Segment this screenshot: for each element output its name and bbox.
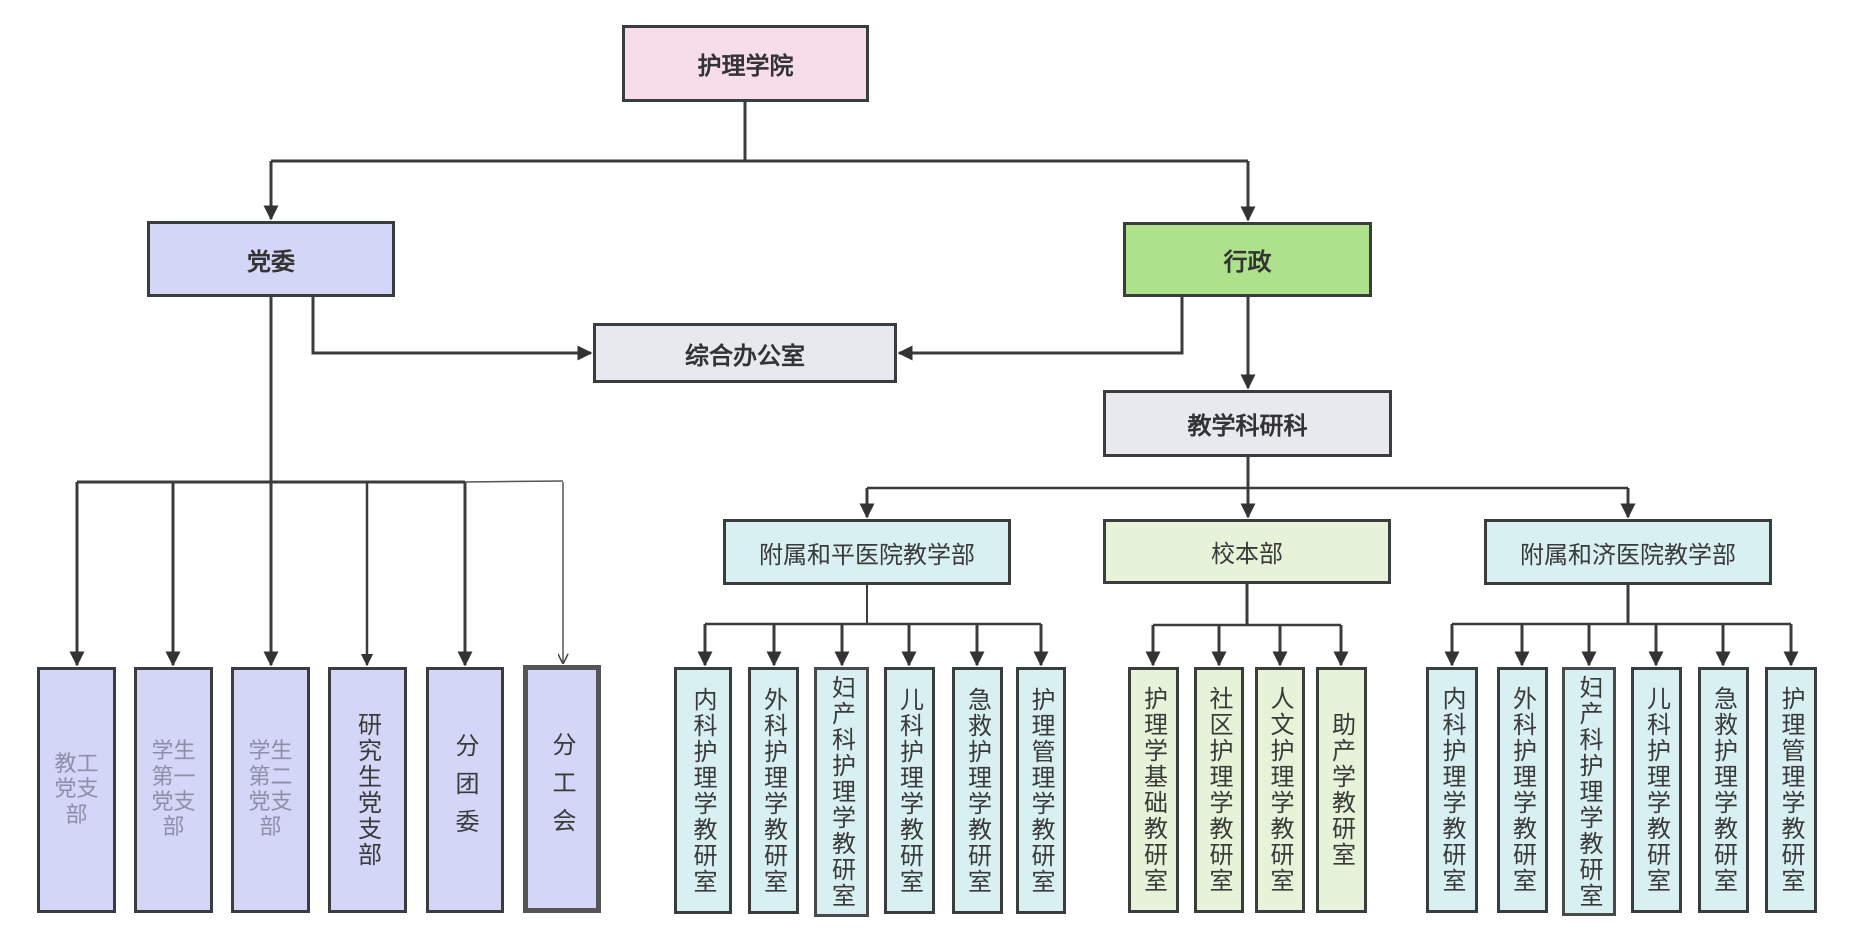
department-node[interactable]: 附属和平医院教学部	[723, 519, 1011, 585]
root-label: 护理学院	[697, 52, 794, 80]
party-child-node[interactable]: 研究生党支部	[328, 667, 407, 913]
teaching-unit-node[interactable]: 急救护理学教研室	[952, 667, 1003, 914]
teaching-unit-node[interactable]: 妇产科护理学教研室	[1562, 667, 1616, 916]
party-committee-label: 党委	[247, 247, 295, 276]
teaching-unit-node[interactable]: 人文护理学教研室	[1255, 667, 1305, 913]
teaching-unit-node[interactable]: 社区护理学教研室	[1194, 667, 1244, 913]
teaching-unit-node[interactable]: 妇产科护理学教研室	[814, 667, 869, 917]
teaching-research-office-node[interactable]: 教学科研科	[1103, 390, 1392, 457]
teaching-unit-node[interactable]: 外科护理学教研室	[1497, 667, 1548, 913]
teaching-unit-node[interactable]: 护理管理学教研室	[1765, 667, 1817, 913]
teaching-unit-label: 助产学教研室	[1327, 712, 1356, 868]
teaching-unit-node[interactable]: 护理学基础教研室	[1128, 667, 1179, 913]
department-node[interactable]: 校本部	[1103, 519, 1391, 584]
party-child-label: 研究生党支部	[353, 712, 382, 868]
teaching-unit-node[interactable]: 内科护理学教研室	[674, 667, 732, 914]
party-child-label: 学生第一党支部	[151, 739, 196, 841]
party-child-node[interactable]: 学生第二党支部	[231, 667, 310, 913]
thin-branch-to-union	[464, 480, 564, 483]
teaching-unit-label: 护理学基础教研室	[1139, 686, 1168, 894]
party-child-node[interactable]: 分团委	[426, 667, 504, 913]
teaching-unit-label: 护理管理学教研室	[1027, 686, 1055, 895]
party-child-label: 分工会	[548, 732, 576, 846]
teaching-unit-node[interactable]: 儿科护理学教研室	[1631, 667, 1682, 913]
teaching-unit-node[interactable]: 儿科护理学教研室	[884, 667, 935, 914]
party-child-label: 教工党支部	[54, 752, 99, 828]
department-node[interactable]: 附属和济医院教学部	[1484, 519, 1772, 585]
teaching-unit-label: 儿科护理学教研室	[1642, 686, 1671, 894]
general-office-node[interactable]: 综合办公室	[593, 323, 897, 383]
teaching-research-office-label: 教学科研科	[1187, 412, 1308, 440]
root-node[interactable]: 护理学院	[622, 25, 869, 102]
arrow-party-to-office	[311, 297, 593, 361]
teaching-unit-node[interactable]: 内科护理学教研室	[1426, 667, 1478, 913]
arrow-admin-to-office	[897, 297, 1184, 361]
teaching-unit-label: 急救护理学教研室	[1709, 686, 1738, 894]
party-child-node[interactable]: 教工党支部	[37, 667, 116, 913]
teaching-unit-node[interactable]: 外科护理学教研室	[748, 667, 799, 914]
party-child-label: 学生第二党支部	[248, 739, 293, 841]
party-committee-node[interactable]: 党委	[147, 221, 395, 297]
teaching-unit-label: 外科护理学教研室	[1508, 686, 1537, 894]
administration-label: 行政	[1223, 248, 1272, 276]
teaching-unit-label: 妇产科护理学教研室	[827, 675, 856, 909]
teaching-unit-label: 护理管理学教研室	[1777, 686, 1805, 894]
teaching-unit-label: 妇产科护理学教研室	[1575, 674, 1603, 909]
teaching-unit-label: 内科护理学教研室	[689, 686, 717, 895]
teaching-unit-node[interactable]: 急救护理学教研室	[1698, 667, 1749, 913]
administration-node[interactable]: 行政	[1123, 222, 1372, 297]
teaching-unit-label: 内科护理学教研室	[1438, 686, 1466, 894]
party-child-node[interactable]: 学生第一党支部	[134, 667, 213, 913]
teaching-unit-label: 儿科护理学教研室	[895, 686, 924, 895]
teaching-unit-node[interactable]: 护理管理学教研室	[1016, 667, 1066, 914]
teaching-unit-label: 急救护理学教研室	[963, 686, 992, 895]
department-label: 附属和平医院教学部	[759, 540, 975, 569]
teaching-unit-label: 人文护理学教研室	[1266, 686, 1294, 894]
teaching-unit-label: 社区护理学教研室	[1205, 686, 1233, 894]
party-child-node[interactable]: 分工会	[523, 665, 601, 913]
department-label: 校本部	[1211, 540, 1283, 568]
teaching-unit-node[interactable]: 助产学教研室	[1316, 667, 1367, 913]
teaching-unit-label: 外科护理学教研室	[759, 686, 788, 895]
general-office-label: 综合办公室	[685, 341, 805, 370]
department-label: 附属和济医院教学部	[1520, 540, 1736, 569]
party-child-label: 分团委	[451, 733, 479, 847]
